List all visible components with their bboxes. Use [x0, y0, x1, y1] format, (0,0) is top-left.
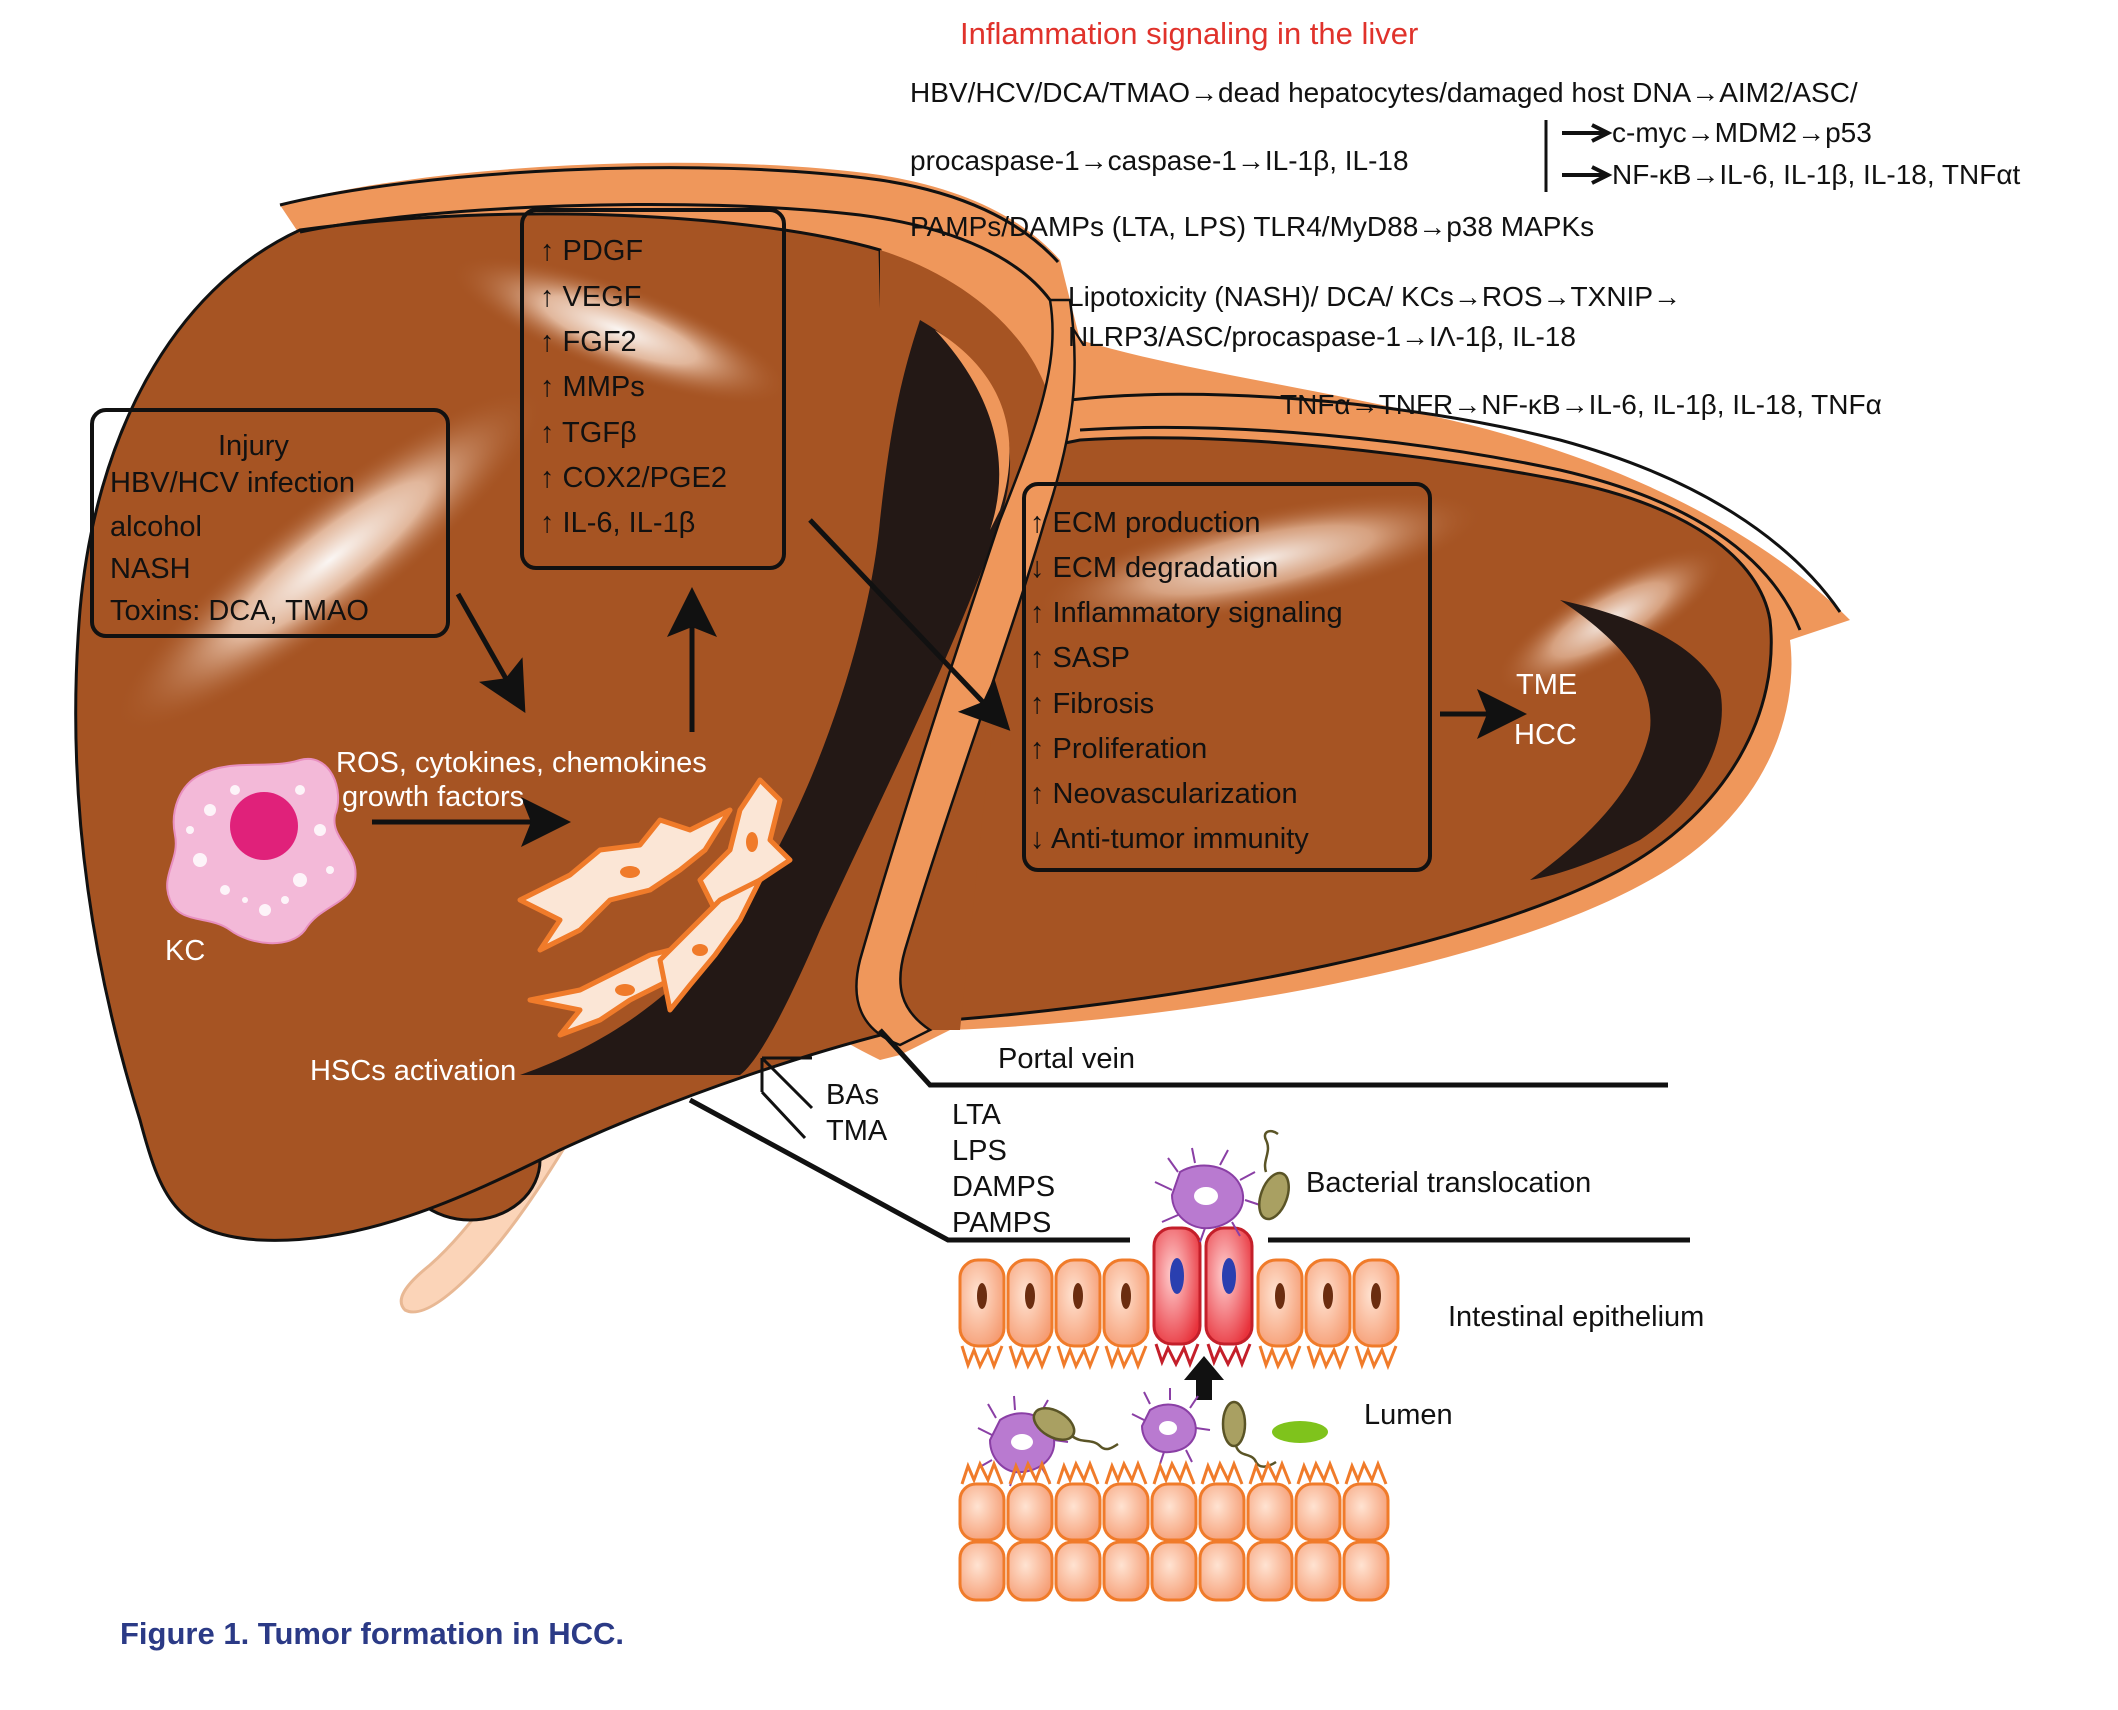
microbe-olive: [1258, 1129, 1290, 1221]
pathway-tlr4: PAMPs/DAMPs (LTA, LPS) TLR4/MyD88→p38 MA…: [910, 211, 1594, 242]
effect-item: ↑ Inflammatory signaling: [1030, 597, 1343, 629]
pathway-lipotoxicity: Lipotoxicity (NASH)/ DCA/ KCs→ROS→TXNIP→: [1068, 281, 1681, 312]
pathway-aim2: HBV/HCV/DCA/TMAO→dead hepatocytes/damage…: [910, 77, 1858, 108]
lumen-label: Lumen: [1364, 1399, 1453, 1431]
factor-item: ↑ PDGF: [540, 235, 643, 267]
bacterial-translocation-label: Bacterial translocation: [1306, 1167, 1591, 1199]
branch-arrow-2: [1562, 165, 1613, 185]
pathway-cmyc: c-myc→MDM2→p53: [1612, 117, 1872, 148]
epithelial-cell: [1342, 1459, 1390, 1602]
epithelial-cell: [1256, 1258, 1304, 1371]
hsc-cell: [657, 877, 763, 1013]
portal-vein-label: Portal vein: [998, 1043, 1135, 1075]
liver-fissure-dark: [520, 320, 1011, 1075]
pathway-nlrp3: NLRP3/ASC/procaspase-1→IΛ-1β, IL-18: [1068, 321, 1576, 352]
diagram-title: Inflammation signaling in the liver: [960, 16, 1418, 51]
epithelial-cell: [1054, 1459, 1102, 1602]
epithelial-cell: [1054, 1258, 1102, 1371]
factor-item: ↑ TGFβ: [540, 417, 637, 449]
pathway-caspase: procaspase-1→caspase-1→IL-1β, IL-18: [910, 145, 1409, 176]
hsc-activation-label: HSCs activation: [310, 1055, 516, 1087]
epithelial-cell: [1352, 1258, 1400, 1371]
ba-arrow: [760, 1056, 814, 1140]
hsc-cell: [517, 807, 733, 953]
liver-rim-middle: [855, 298, 1076, 1047]
effect-item: ↓ ECM degradation: [1030, 552, 1278, 584]
microbe-olive: [1221, 1400, 1277, 1468]
factor-item: ↑ COX2/PGE2: [540, 462, 727, 494]
epithelial-cell: [1246, 1459, 1294, 1602]
effect-item: ↑ ECM production: [1030, 507, 1261, 539]
epithelial-cell: [1006, 1258, 1054, 1371]
translocated-item: PAMPS: [952, 1207, 1051, 1239]
bas-label: BAs: [826, 1079, 879, 1111]
epithelial-cell: [1150, 1459, 1198, 1602]
injury-item: Toxins: DCA, TMAO: [110, 595, 369, 627]
injury-item: NASH: [110, 553, 191, 585]
epithelial-cell: [1294, 1459, 1342, 1602]
translocated-item: DAMPS: [952, 1171, 1055, 1203]
epithelial-cell: [1006, 1459, 1054, 1602]
arrow-factors-to-effects: [808, 518, 1011, 731]
epithelial-cell: [958, 1258, 1006, 1371]
tme-label: TME: [1516, 669, 1577, 701]
epithelial-cell: [1102, 1459, 1150, 1602]
effect-item: ↑ Fibrosis: [1030, 688, 1154, 720]
ros-label: ROS, cytokines, chemokines: [336, 747, 707, 779]
injury-item: alcohol: [110, 511, 202, 543]
effect-item: ↑ SASP: [1030, 642, 1130, 674]
pathway-nfkb: NF-κB→IL-6, IL-1β, IL-18, TNFαt: [1612, 159, 2021, 190]
intestinal-epithelium-upper: [958, 1226, 1400, 1371]
effect-item: ↑ Proliferation: [1030, 733, 1207, 765]
branch-arrow-1: [1562, 123, 1613, 143]
injury-heading: Injury: [218, 430, 289, 462]
pathway-list: HBV/HCV/DCA/TMAO→dead hepatocytes/damage…: [910, 77, 2021, 420]
epithelial-cell: [958, 1459, 1006, 1602]
intestinal-epithelium-lower: [958, 1459, 1390, 1602]
liver-right-crescent: [1530, 600, 1722, 880]
epithelial-cell: [1102, 1258, 1150, 1371]
growth-factors-box: ↑ PDGF ↑ VEGF ↑ FGF2 ↑ MMPs ↑ TGFβ ↑ COX…: [520, 208, 786, 570]
kupffer-cell: [166, 757, 357, 945]
pathway-tnf: TNFα→TNFR→NF-κB→IL-6, IL-1β, IL-18, TNFα: [1280, 389, 1882, 420]
translocation-up-arrow: [1184, 1356, 1224, 1400]
factor-item: ↑ FGF2: [540, 326, 637, 358]
intestinal-epithelium-label: Intestinal epithelium: [1448, 1301, 1704, 1333]
effects-box: ↑ ECM production ↓ ECM degradation ↑ Inf…: [1022, 482, 1432, 872]
kc-label: KC: [165, 935, 205, 967]
epithelial-cell: [1198, 1459, 1246, 1602]
figure-caption: Figure 1. Tumor formation in HCC.: [120, 1616, 625, 1651]
microbe-purple: [1154, 1147, 1261, 1243]
microbe-purple: [1131, 1388, 1211, 1465]
translocated-item: LTA: [952, 1099, 1002, 1131]
kupffer-cell-nucleus: [230, 792, 298, 860]
factor-item: ↑ IL-6, IL-1β: [540, 507, 695, 539]
portal-vein: [688, 1028, 1690, 1243]
effect-item: ↓ Anti-tumor immunity: [1030, 823, 1309, 855]
liver-top-edge: [279, 166, 1060, 264]
green-particle: [1272, 1421, 1328, 1443]
arrow-injury-to-cells: [455, 592, 526, 714]
injury-item: HBV/HCV infection: [110, 467, 355, 499]
damaged-epithelial-cell: [1152, 1226, 1202, 1369]
translocated-item: LPS: [952, 1135, 1007, 1167]
microbe-olive: [1032, 1407, 1119, 1451]
damaged-epithelial-cell: [1204, 1226, 1254, 1369]
flow-arrows: [372, 518, 1527, 847]
epithelial-cell: [1304, 1258, 1352, 1371]
effect-item: ↑ Neovascularization: [1030, 778, 1298, 810]
hsc-nuclei: [615, 832, 758, 996]
liver-illustration: [74, 162, 1850, 1314]
factor-item: ↑ MMPs: [540, 371, 645, 403]
injury-box: Injury HBV/HCV infection alcohol NASH To…: [90, 408, 450, 638]
factor-item: ↑ VEGF: [540, 281, 642, 313]
growth-factors-label: growth factors: [342, 781, 524, 813]
hcc-label: HCC: [1514, 719, 1577, 751]
tma-label: TMA: [826, 1115, 888, 1147]
